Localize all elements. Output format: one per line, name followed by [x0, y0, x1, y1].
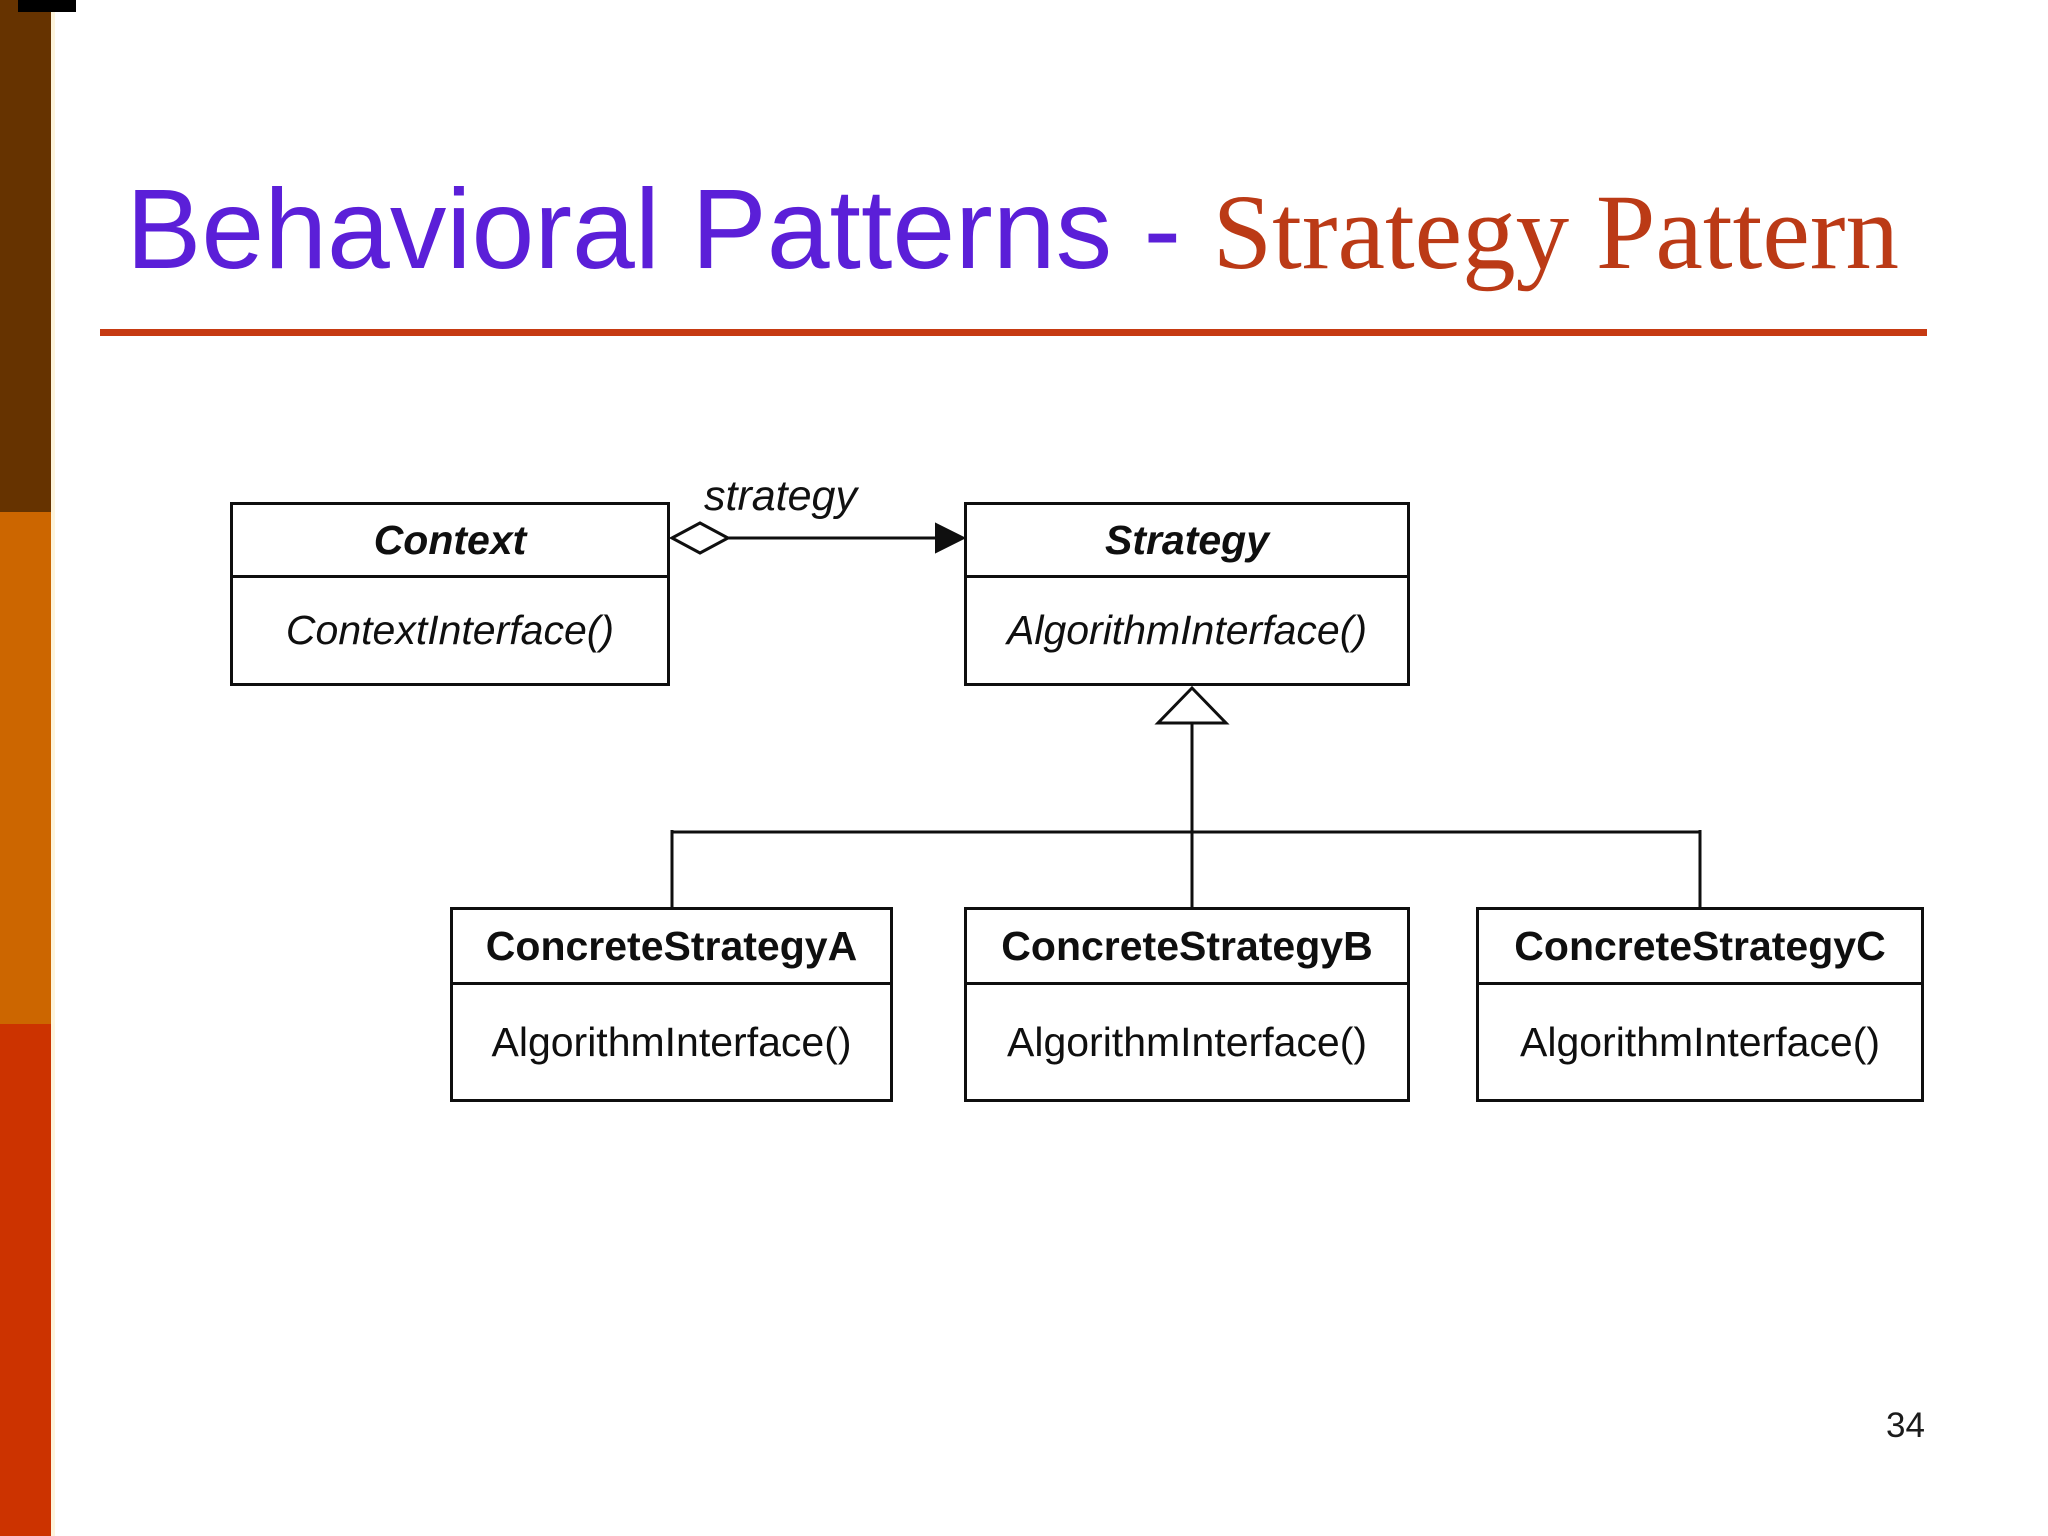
association-arrowhead-icon [935, 522, 967, 554]
sidebar-band-brown [0, 0, 51, 512]
sidebar-band-orange [0, 512, 51, 1024]
page-number: 34 [1886, 1406, 1925, 1445]
uml-class-context-method: ContextInterface() [285, 607, 615, 653]
title-primary-text: Behavioral Patterns - [126, 166, 1213, 292]
aggregation-diamond-icon [668, 521, 732, 555]
uml-class-context: Context ContextInterface() [230, 502, 670, 686]
uml-class-strategy: Strategy AlgorithmInterface() [964, 502, 1410, 686]
uml-class-concrete-strategy-b: ConcreteStrategyB AlgorithmInterface() [964, 907, 1410, 1102]
page-title: Behavioral Patterns - Strategy Pattern [126, 168, 1899, 292]
uml-class-strategy-name: Strategy [967, 505, 1407, 578]
generalization-triangle-icon [1154, 685, 1230, 725]
association-label: strategy [704, 472, 857, 520]
uml-class-concrete-strategy-c: ConcreteStrategyC AlgorithmInterface() [1476, 907, 1924, 1102]
uml-class-concrete-strategy-a: ConcreteStrategyA AlgorithmInterface() [450, 907, 893, 1102]
sidebar-edge-line [51, 0, 55, 1536]
uml-class-concrete-c-method: AlgorithmInterface() [1519, 1018, 1880, 1065]
title-underline [100, 329, 1927, 336]
uml-class-concrete-b-method: AlgorithmInterface() [1006, 1018, 1367, 1065]
corner-black-chip [18, 0, 76, 12]
uml-class-concrete-a-name: ConcreteStrategyA [453, 910, 890, 985]
uml-class-concrete-b-name: ConcreteStrategyB [967, 910, 1407, 985]
uml-class-concrete-a-method: AlgorithmInterface() [491, 1018, 852, 1065]
uml-class-context-name: Context [233, 505, 667, 578]
uml-class-strategy-method: AlgorithmInterface() [1006, 607, 1367, 653]
sidebar-band-red [0, 1024, 51, 1536]
uml-class-concrete-c-name: ConcreteStrategyC [1479, 910, 1921, 985]
title-secondary-text: Strategy Pattern [1212, 174, 1899, 292]
